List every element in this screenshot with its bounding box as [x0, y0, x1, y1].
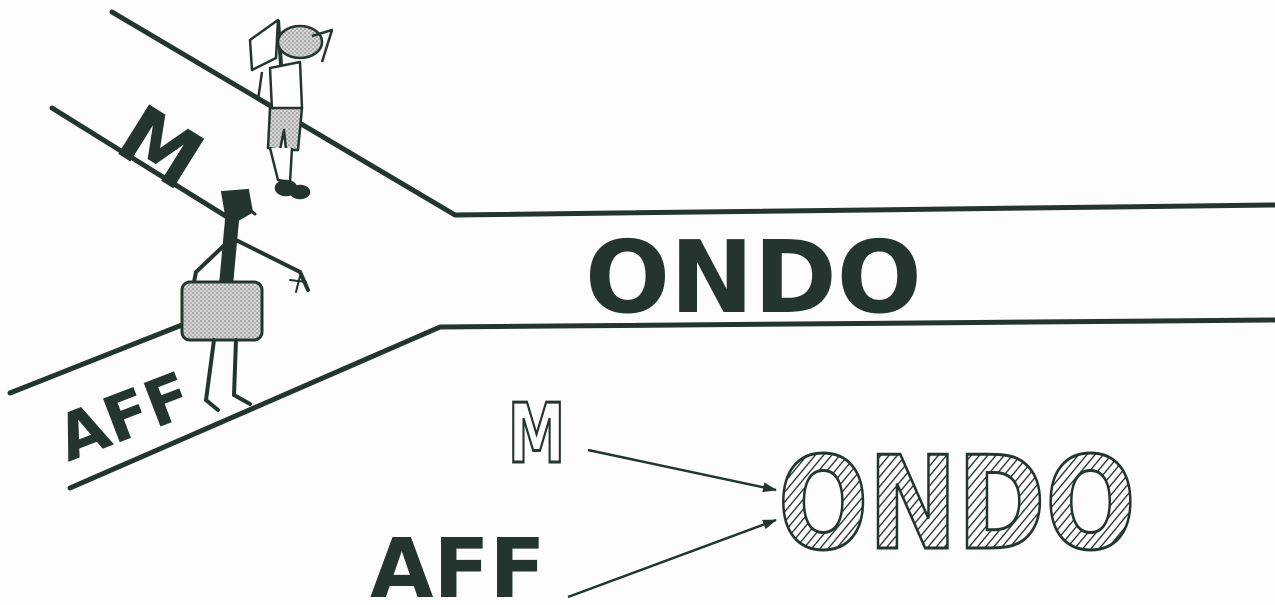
lower-channel-bottom-edge [67, 317, 1275, 491]
upper-channel-label: M [102, 87, 219, 208]
merged-channel-label: ONDO [585, 219, 922, 336]
legend-m-label: M [508, 386, 565, 482]
legend-ondo-result: ONDO [778, 429, 1136, 578]
stick-figure-with-box [180, 188, 310, 412]
arrow-m-to-ondo [587, 448, 777, 493]
upper-channel-bottom-edge [49, 105, 235, 223]
lower-channel-top-edge [7, 322, 185, 396]
hiker-with-flag-figure [248, 18, 334, 200]
arrow-aff-to-ondo [567, 518, 777, 599]
upper-channel-top-edge [109, 9, 1275, 218]
lower-channel-label: AFF [47, 359, 201, 477]
legend-aff-label: AFF [370, 522, 546, 605]
